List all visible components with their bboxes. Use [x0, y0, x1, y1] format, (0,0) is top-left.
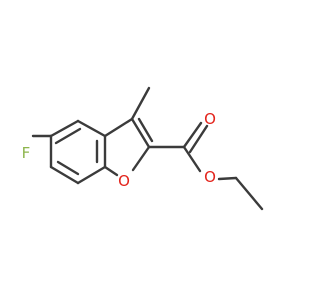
bond-c-o-double-inner	[188, 124, 209, 154]
bond-c7-c7a-inner	[54, 127, 82, 145]
bond-c7-c7a	[49, 119, 80, 138]
bond-c3-c2-furan-inner	[137, 117, 154, 143]
bond-c3-methyl	[130, 86, 151, 121]
bond-c7a-c3	[103, 117, 134, 138]
bond-c-o-ester	[182, 145, 202, 173]
bond-c2-o	[131, 145, 151, 172]
molecule-structure: F O O O	[22, 86, 264, 211]
bond-c3-c2-furan	[130, 117, 151, 149]
bond-ch2-ch3	[234, 176, 264, 211]
atom-oxygen-ring: O	[118, 172, 130, 190]
atom-oxygen-ester: O	[204, 168, 216, 186]
atom-fluorine: F	[22, 144, 31, 162]
bond-o-ch2	[217, 176, 238, 181]
bond-c-o-double	[182, 121, 203, 149]
atom-oxygen-carbonyl: O	[204, 110, 216, 128]
bond-c7a-c6	[76, 119, 107, 138]
bond-c4-c3	[49, 165, 80, 185]
bond-c4-c3-inner	[56, 160, 80, 176]
bond-c5-c4	[76, 165, 107, 185]
bond-o-c7a	[103, 165, 119, 177]
